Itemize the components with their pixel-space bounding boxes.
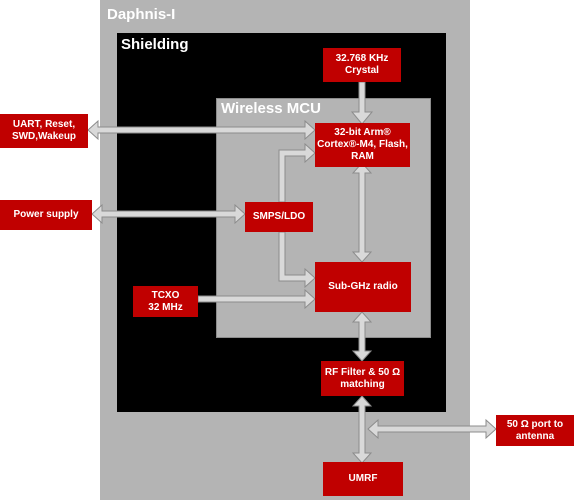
wireless-mcu-title: Wireless MCU [221,100,321,117]
arrow-power-smps [91,203,246,225]
tcxo-block: TCXO 32 MHz [133,286,198,317]
sub-ghz-radio-block: Sub-GHz radio [315,262,411,312]
cortex-m4-cpu-block: 32-bit Arm® Cortex®-M4, Flash, RAM [315,123,410,167]
arrow-line-antenna [367,418,497,440]
smps-ldo-block: SMPS/LDO [245,202,313,232]
arrow-radio-rffilter [351,311,373,362]
rf-filter-block: RF Filter & 50 Ω matching [321,361,404,396]
arrow-tcxo-to-radio [197,288,316,310]
arrow-smps-to-cpu [278,142,316,203]
uart-reset-swd-block: UART, Reset, SWD,Wakeup [0,114,88,148]
module-title: Daphnis-I [107,6,176,23]
arrow-uart-cpu [87,119,316,141]
crystal-32khz-block: 32.768 KHz Crystal [323,48,401,82]
arrow-crystal-to-cpu [350,81,374,125]
antenna-port-block: 50 Ω port to antenna [496,415,574,446]
shielding-title: Shielding [121,36,189,53]
power-supply-block: Power supply [0,200,92,230]
arrow-smps-to-radio [278,231,316,289]
umrf-block: UMRF [323,462,403,496]
arrow-cpu-radio [351,162,373,263]
